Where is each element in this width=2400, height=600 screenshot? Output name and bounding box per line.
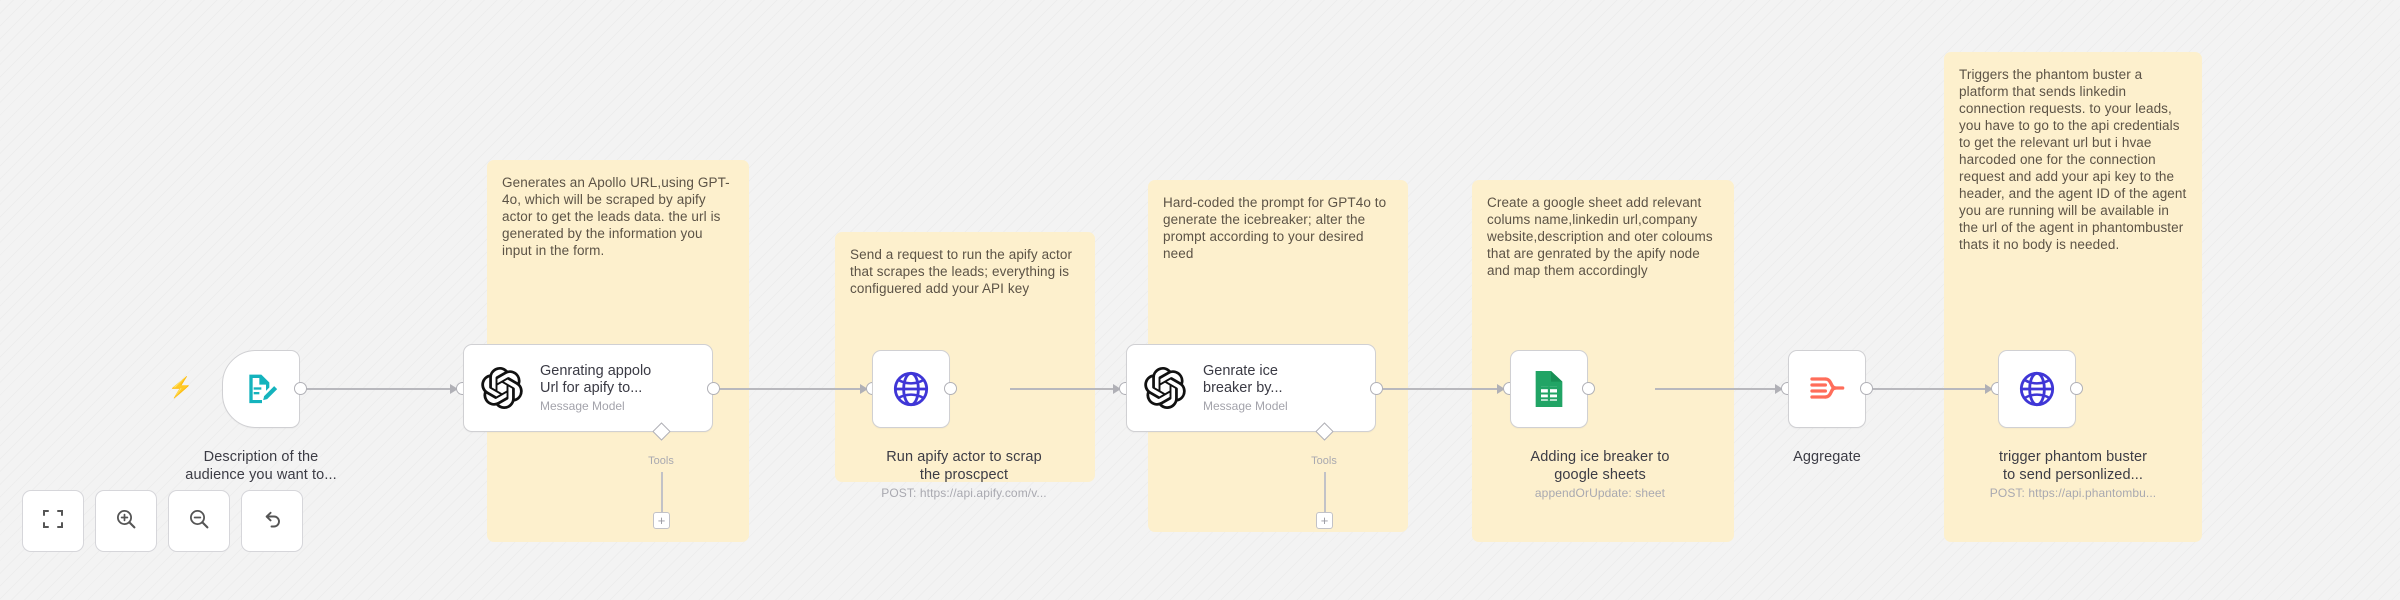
- add-tool-button-icebreaker[interactable]: +: [1316, 512, 1333, 529]
- openai-icon: [1127, 367, 1203, 409]
- caption-form-trigger-line1: Description of the: [203, 449, 319, 465]
- caption-google-sheets-sub: appendOrUpdate: sheet: [1534, 486, 1666, 500]
- caption-http-phantombuster-sub: POST: https://api.phantombu...: [1989, 486, 2157, 500]
- node-google-sheets[interactable]: [1510, 350, 1588, 428]
- arrow-trigger-to-apollo: [450, 384, 458, 394]
- globe-icon: [891, 369, 931, 409]
- port-apify-output[interactable]: [944, 382, 957, 395]
- aggregate-icon: [1807, 369, 1847, 409]
- trigger-bolt-icon: ⚡: [168, 377, 193, 399]
- port-sheets-output[interactable]: [1582, 382, 1595, 395]
- tools-connector-icebreaker: [1324, 472, 1326, 512]
- node-http-apify[interactable]: [872, 350, 950, 428]
- port-icebreaker-output[interactable]: [1370, 382, 1383, 395]
- sticky-note-phantom-text: Triggers the phantom buster a platform t…: [1959, 67, 2187, 252]
- arrow-apify-to-icebreaker: [1113, 384, 1121, 394]
- google-sheets-icon: [1531, 369, 1567, 409]
- fit-view-button[interactable]: [22, 490, 84, 552]
- label-icebreaker-tools: Tools: [1311, 455, 1337, 467]
- zoom-out-icon: [187, 507, 211, 536]
- undo-arrow-icon: [260, 507, 284, 536]
- node-openai-apollo-title: Genrating appolo Url for apify to...: [540, 363, 651, 397]
- sticky-note-icebreaker-text: Hard-coded the prompt for GPT4o to gener…: [1163, 195, 1387, 261]
- reset-zoom-button[interactable]: [241, 490, 303, 552]
- zoom-in-icon: [114, 507, 138, 536]
- caption-http-apify-sub: POST: https://api.apify.com/v...: [881, 486, 1047, 500]
- caption-http-phantombuster: trigger phantom buster to send personliz…: [1944, 448, 2202, 501]
- wire-trigger-to-apollo: [300, 388, 462, 390]
- port-apollo-output[interactable]: [707, 382, 720, 395]
- sticky-note-apify-text: Send a request to run the apify actor th…: [850, 247, 1073, 296]
- caption-http-apify-line1: Run apify actor to scrap: [886, 449, 1042, 465]
- add-tool-button-apollo[interactable]: +: [653, 512, 670, 529]
- tools-connector-apollo: [661, 472, 663, 512]
- caption-aggregate-line1: Aggregate: [1793, 449, 1861, 465]
- zoom-out-button[interactable]: [168, 490, 230, 552]
- node-openai-icebreaker-title-line1: Genrate ice: [1203, 362, 1278, 379]
- caption-google-sheets-line1: Adding ice breaker to: [1530, 449, 1670, 465]
- caption-aggregate: Aggregate: [1752, 448, 1902, 466]
- node-form-trigger[interactable]: [222, 350, 300, 428]
- form-edit-icon: [241, 369, 281, 409]
- wire-icebreaker-to-sheets: [1375, 388, 1507, 390]
- node-openai-icebreaker-text: Genrate ice breaker by... Message Model: [1203, 363, 1298, 414]
- node-http-phantombuster[interactable]: [1998, 350, 2076, 428]
- port-aggregate-output[interactable]: [1860, 382, 1873, 395]
- canvas-toolbar: [22, 490, 303, 552]
- node-openai-apollo[interactable]: Genrating appolo Url for apify to... Mes…: [463, 344, 713, 432]
- node-openai-apollo-text: Genrating appolo Url for apify to... Mes…: [540, 363, 661, 414]
- node-openai-icebreaker-subtitle: Message Model: [1203, 398, 1288, 413]
- zoom-in-button[interactable]: [95, 490, 157, 552]
- node-openai-apollo-subtitle: Message Model: [540, 398, 625, 413]
- sticky-note-sheets-text: Create a google sheet add relevant colum…: [1487, 195, 1713, 278]
- wire-apollo-to-apify: [712, 388, 870, 390]
- arrow-apollo-to-apify: [860, 384, 868, 394]
- arrow-aggregate-to-phantom: [1985, 384, 1993, 394]
- caption-http-phantombuster-line2: to send personlized...: [2002, 467, 2144, 483]
- node-openai-icebreaker[interactable]: Genrate ice breaker by... Message Model: [1126, 344, 1376, 432]
- node-openai-apollo-title-line1: Genrating appolo: [540, 362, 652, 379]
- caption-google-sheets: Adding ice breaker to google sheets appe…: [1472, 448, 1728, 501]
- sticky-note-phantom[interactable]: Triggers the phantom buster a platform t…: [1944, 52, 2202, 542]
- sticky-note-apollo-text: Generates an Apollo URL,using GPT-4o, wh…: [502, 175, 730, 258]
- wire-sheets-to-aggregate: [1655, 388, 1785, 390]
- wire-aggregate-to-phantom: [1855, 388, 1995, 390]
- caption-http-phantombuster-line1: trigger phantom buster: [1998, 449, 2148, 465]
- wire-apify-to-icebreaker: [1010, 388, 1123, 390]
- arrow-sheets-to-aggregate: [1775, 384, 1783, 394]
- caption-form-trigger: Description of the audience you want to.…: [150, 448, 372, 484]
- globe-icon: [2017, 369, 2057, 409]
- caption-http-apify-line2: the proscpect: [919, 467, 1009, 483]
- caption-google-sheets-line2: google sheets: [1554, 467, 1646, 483]
- caption-form-trigger-line2: audience you want to...: [185, 467, 337, 483]
- node-openai-apollo-title-line2: Url for apify to...: [540, 379, 643, 396]
- arrow-icebreaker-to-sheets: [1497, 384, 1505, 394]
- node-openai-icebreaker-title-line2: breaker by...: [1203, 379, 1283, 396]
- port-phantom-output[interactable]: [2070, 382, 2083, 395]
- node-aggregate[interactable]: [1788, 350, 1866, 428]
- caption-http-apify: Run apify actor to scrap the proscpect P…: [836, 448, 1092, 501]
- label-apollo-tools: Tools: [648, 455, 674, 467]
- port-trigger-output[interactable]: [294, 382, 307, 395]
- node-openai-icebreaker-title: Genrate ice breaker by...: [1203, 363, 1288, 397]
- openai-icon: [464, 367, 540, 409]
- fit-to-view-icon: [41, 507, 65, 536]
